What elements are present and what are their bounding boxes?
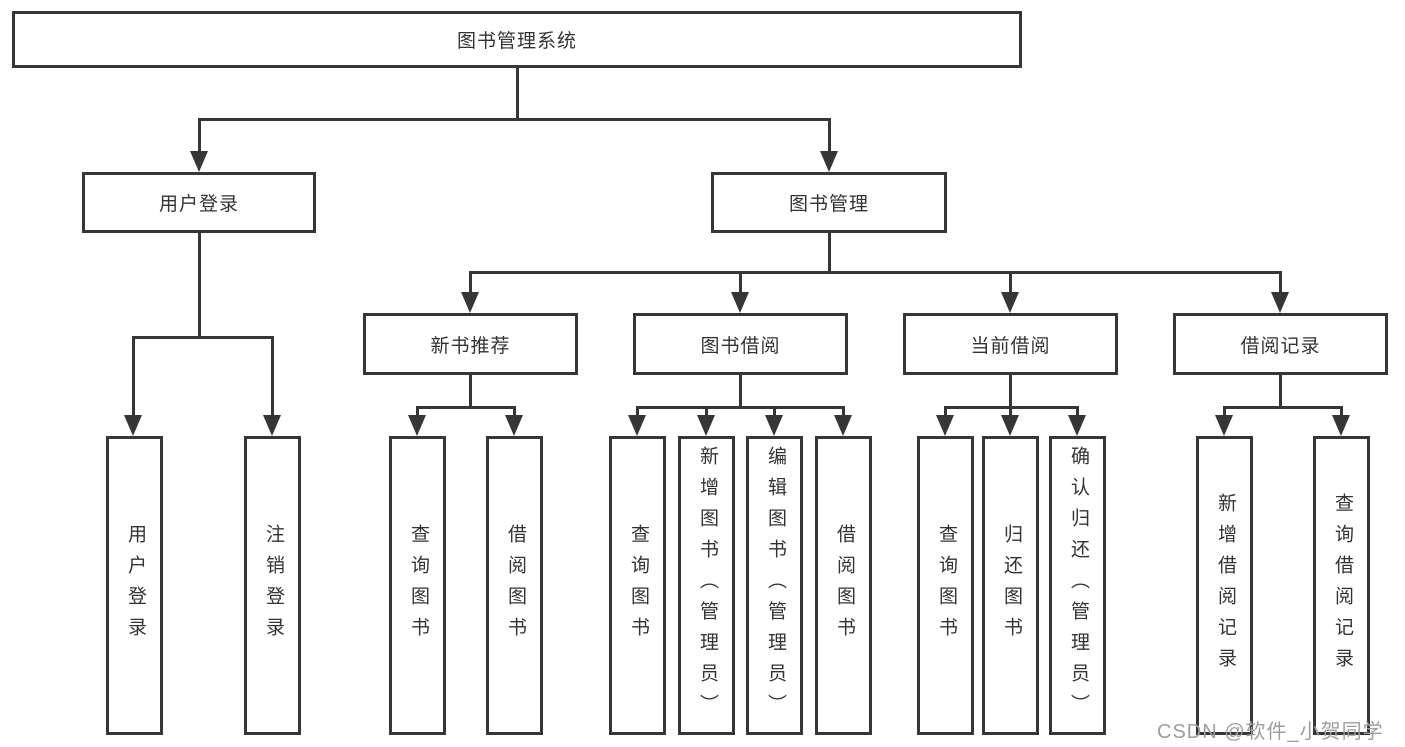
node-user-login: 用户登录 (82, 172, 316, 233)
arrowhead-down-icon (628, 415, 646, 436)
node-label: 用户登录 (158, 194, 239, 215)
arrowhead-down-icon (1332, 415, 1350, 436)
arrowhead-down-icon (834, 415, 852, 436)
node-label: 查询图书 (935, 523, 957, 648)
node-book-borrow: 图书借阅 (633, 313, 848, 375)
node-label: 图书管理系统 (456, 31, 577, 52)
connector-line (198, 118, 831, 121)
arrowhead-down-icon (408, 415, 426, 436)
node-label: 当前借阅 (970, 335, 1051, 357)
node-current-borrow: 当前借阅 (903, 313, 1118, 375)
node-label: 新增图书（管理员） (696, 446, 718, 725)
connector-line (1223, 406, 1343, 409)
connector-line (469, 373, 472, 408)
connector-line (636, 406, 844, 409)
arrowhead-down-icon (263, 415, 281, 436)
arrowhead-down-icon (697, 415, 715, 436)
leaf-confirm-return-admin: 确认归还（管理员） (1049, 436, 1106, 735)
node-label: 查询借阅记录 (1331, 492, 1353, 679)
connector-line (739, 373, 742, 408)
node-label: 借阅图书 (504, 523, 526, 648)
node-label: 确认归还（管理员） (1067, 446, 1089, 725)
connector-line (469, 271, 472, 296)
arrowhead-down-icon (1068, 415, 1086, 436)
leaf-user-login: 用户登录 (106, 436, 163, 735)
leaf-add-books-admin: 新增图书（管理员） (678, 436, 735, 735)
node-label: 图书管理 (788, 194, 869, 215)
arrowhead-down-icon (1001, 292, 1019, 313)
arrowhead-down-icon (1271, 292, 1289, 313)
arrowhead-down-icon (731, 292, 749, 313)
leaf-borrow-books-recommend: 借阅图书 (486, 436, 543, 735)
connector-line (1223, 406, 1226, 420)
connector-line (636, 406, 639, 420)
connector-line (198, 118, 201, 154)
connector-line (828, 231, 831, 274)
connector-line (842, 406, 845, 420)
arrowhead-down-icon (820, 151, 838, 172)
leaf-query-books-current: 查询图书 (917, 436, 974, 735)
node-label: 借阅图书 (833, 523, 855, 648)
connector-line (1076, 406, 1079, 420)
node-label: 新增借阅记录 (1214, 492, 1236, 679)
connector-line (705, 406, 708, 420)
connector-line (1279, 271, 1282, 296)
node-label: 图书借阅 (700, 335, 781, 357)
arrowhead-down-icon (124, 415, 142, 436)
leaf-borrow-books: 借阅图书 (815, 436, 872, 735)
arrowhead-down-icon (505, 415, 523, 436)
arrowhead-down-icon (765, 415, 783, 436)
leaf-query-books-recommend: 查询图书 (389, 436, 446, 735)
node-label: 用户登录 (124, 523, 146, 648)
arrowhead-down-icon (936, 415, 954, 436)
node-root-system: 图书管理系统 (12, 11, 1022, 68)
arrowhead-down-icon (1001, 415, 1019, 436)
leaf-add-borrow-record: 新增借阅记录 (1196, 436, 1253, 735)
connector-line (944, 406, 947, 420)
leaf-query-books-borrow: 查询图书 (609, 436, 666, 735)
connector-line (1009, 373, 1012, 408)
node-label: 编辑图书（管理员） (764, 446, 786, 725)
connector-line (1340, 406, 1343, 420)
connector-line (828, 118, 831, 154)
arrowhead-down-icon (1215, 415, 1233, 436)
node-label: 注销登录 (262, 523, 284, 648)
arrowhead-down-icon (190, 151, 208, 172)
connector-line (1009, 406, 1012, 420)
connector-line (773, 406, 776, 420)
connector-line (1009, 271, 1012, 296)
node-label: 归还图书 (1000, 523, 1022, 648)
node-label: 查询图书 (407, 523, 429, 648)
node-label: 查询图书 (627, 523, 649, 648)
node-label: 借阅记录 (1240, 335, 1321, 357)
csdn-watermark: CSDN @软件_小贺同学 (1157, 721, 1384, 743)
arrowhead-down-icon (461, 292, 479, 313)
node-book-management: 图书管理 (711, 172, 947, 233)
connector-line (132, 336, 135, 418)
connector-line (198, 231, 201, 339)
node-borrow-records: 借阅记录 (1173, 313, 1388, 375)
connector-line (469, 271, 1282, 274)
leaf-query-borrow-record: 查询借阅记录 (1313, 436, 1370, 735)
connector-line (271, 336, 274, 418)
node-label: 新书推荐 (430, 335, 511, 357)
connector-line (513, 406, 516, 420)
leaf-edit-books-admin: 编辑图书（管理员） (746, 436, 803, 735)
connector-line (132, 336, 274, 339)
connector-line (516, 66, 519, 120)
leaf-logout: 注销登录 (244, 436, 301, 735)
connector-line (1279, 373, 1282, 408)
node-new-book-recommend: 新书推荐 (363, 313, 578, 375)
leaf-return-books: 归还图书 (982, 436, 1039, 735)
connector-line (739, 271, 742, 296)
connector-line (416, 406, 515, 409)
connector-line (416, 406, 419, 420)
